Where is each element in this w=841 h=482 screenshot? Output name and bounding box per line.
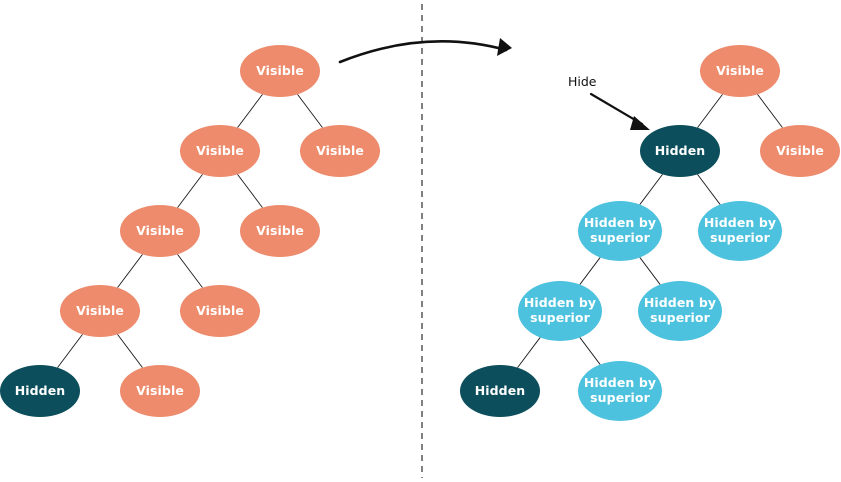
tree-edge: [579, 337, 601, 365]
tree-node-right-r9[interactable]: Hidden by superior: [578, 361, 662, 421]
tree-node-right-r6[interactable]: Hidden by superior: [518, 281, 602, 341]
tree-node-label: Visible: [256, 222, 304, 238]
tree-edge: [697, 174, 721, 205]
tree-node-label: Hidden: [14, 382, 66, 398]
tree-edge: [237, 94, 263, 128]
tree-node-right-r4[interactable]: Hidden by superior: [578, 201, 662, 261]
tree-node-right-r5[interactable]: Hidden by superior: [698, 201, 782, 261]
tree-node-label: Hidden by superior: [643, 295, 717, 325]
tree-edge: [177, 254, 203, 288]
tree-edge: [117, 334, 143, 368]
hide-arrow: [589, 92, 650, 130]
tree-node-label: Hidden by superior: [703, 215, 777, 245]
tree-node-label: Hidden: [474, 382, 526, 398]
tree-node-label: Hidden by superior: [583, 375, 657, 405]
tree-node-label: Visible: [196, 142, 244, 158]
tree-node-left-l7[interactable]: Visible: [180, 285, 260, 337]
tree-node-label: Visible: [196, 302, 244, 318]
tree-node-right-r3[interactable]: Visible: [760, 125, 840, 177]
tree-node-left-l2[interactable]: Visible: [180, 125, 260, 177]
tree-node-label: Hidden by superior: [583, 215, 657, 245]
tree-node-label: Visible: [316, 142, 364, 158]
tree-edge: [237, 174, 263, 208]
tree-node-left-l3[interactable]: Visible: [300, 125, 380, 177]
tree-node-label: Visible: [136, 222, 184, 238]
tree-node-left-l6[interactable]: Visible: [60, 285, 140, 337]
tree-node-label: Visible: [776, 142, 824, 158]
tree-edge: [639, 174, 663, 205]
tree-edge: [697, 94, 723, 128]
tree-edge: [757, 94, 783, 128]
tree-node-left-l1[interactable]: Visible: [240, 45, 320, 97]
tree-node-left-l8[interactable]: Hidden: [0, 365, 80, 417]
tree-edge: [639, 257, 661, 285]
tree-node-left-l5[interactable]: Visible: [240, 205, 320, 257]
tree-node-label: Visible: [136, 382, 184, 398]
tree-node-right-r7[interactable]: Hidden by superior: [638, 281, 722, 341]
tree-node-label: Hidden: [654, 142, 706, 158]
tree-node-right-r1[interactable]: Visible: [700, 45, 780, 97]
tree-node-label: Visible: [76, 302, 124, 318]
tree-edge: [117, 254, 143, 288]
tree-edge: [57, 334, 83, 368]
tree-edge: [517, 337, 541, 368]
hide-annotation-label: Hide: [568, 74, 597, 89]
tree-node-label: Visible: [716, 62, 764, 78]
tree-edge: [579, 257, 601, 285]
tree-node-right-r8[interactable]: Hidden: [460, 365, 540, 417]
tree-edge: [177, 174, 203, 208]
tree-edge: [297, 94, 323, 128]
tree-node-right-r2[interactable]: Hidden: [640, 125, 720, 177]
transition-arrow: [338, 38, 512, 64]
tree-node-label: Hidden by superior: [523, 295, 597, 325]
tree-node-label: Visible: [256, 62, 304, 78]
tree-node-left-l9[interactable]: Visible: [120, 365, 200, 417]
tree-node-left-l4[interactable]: Visible: [120, 205, 200, 257]
